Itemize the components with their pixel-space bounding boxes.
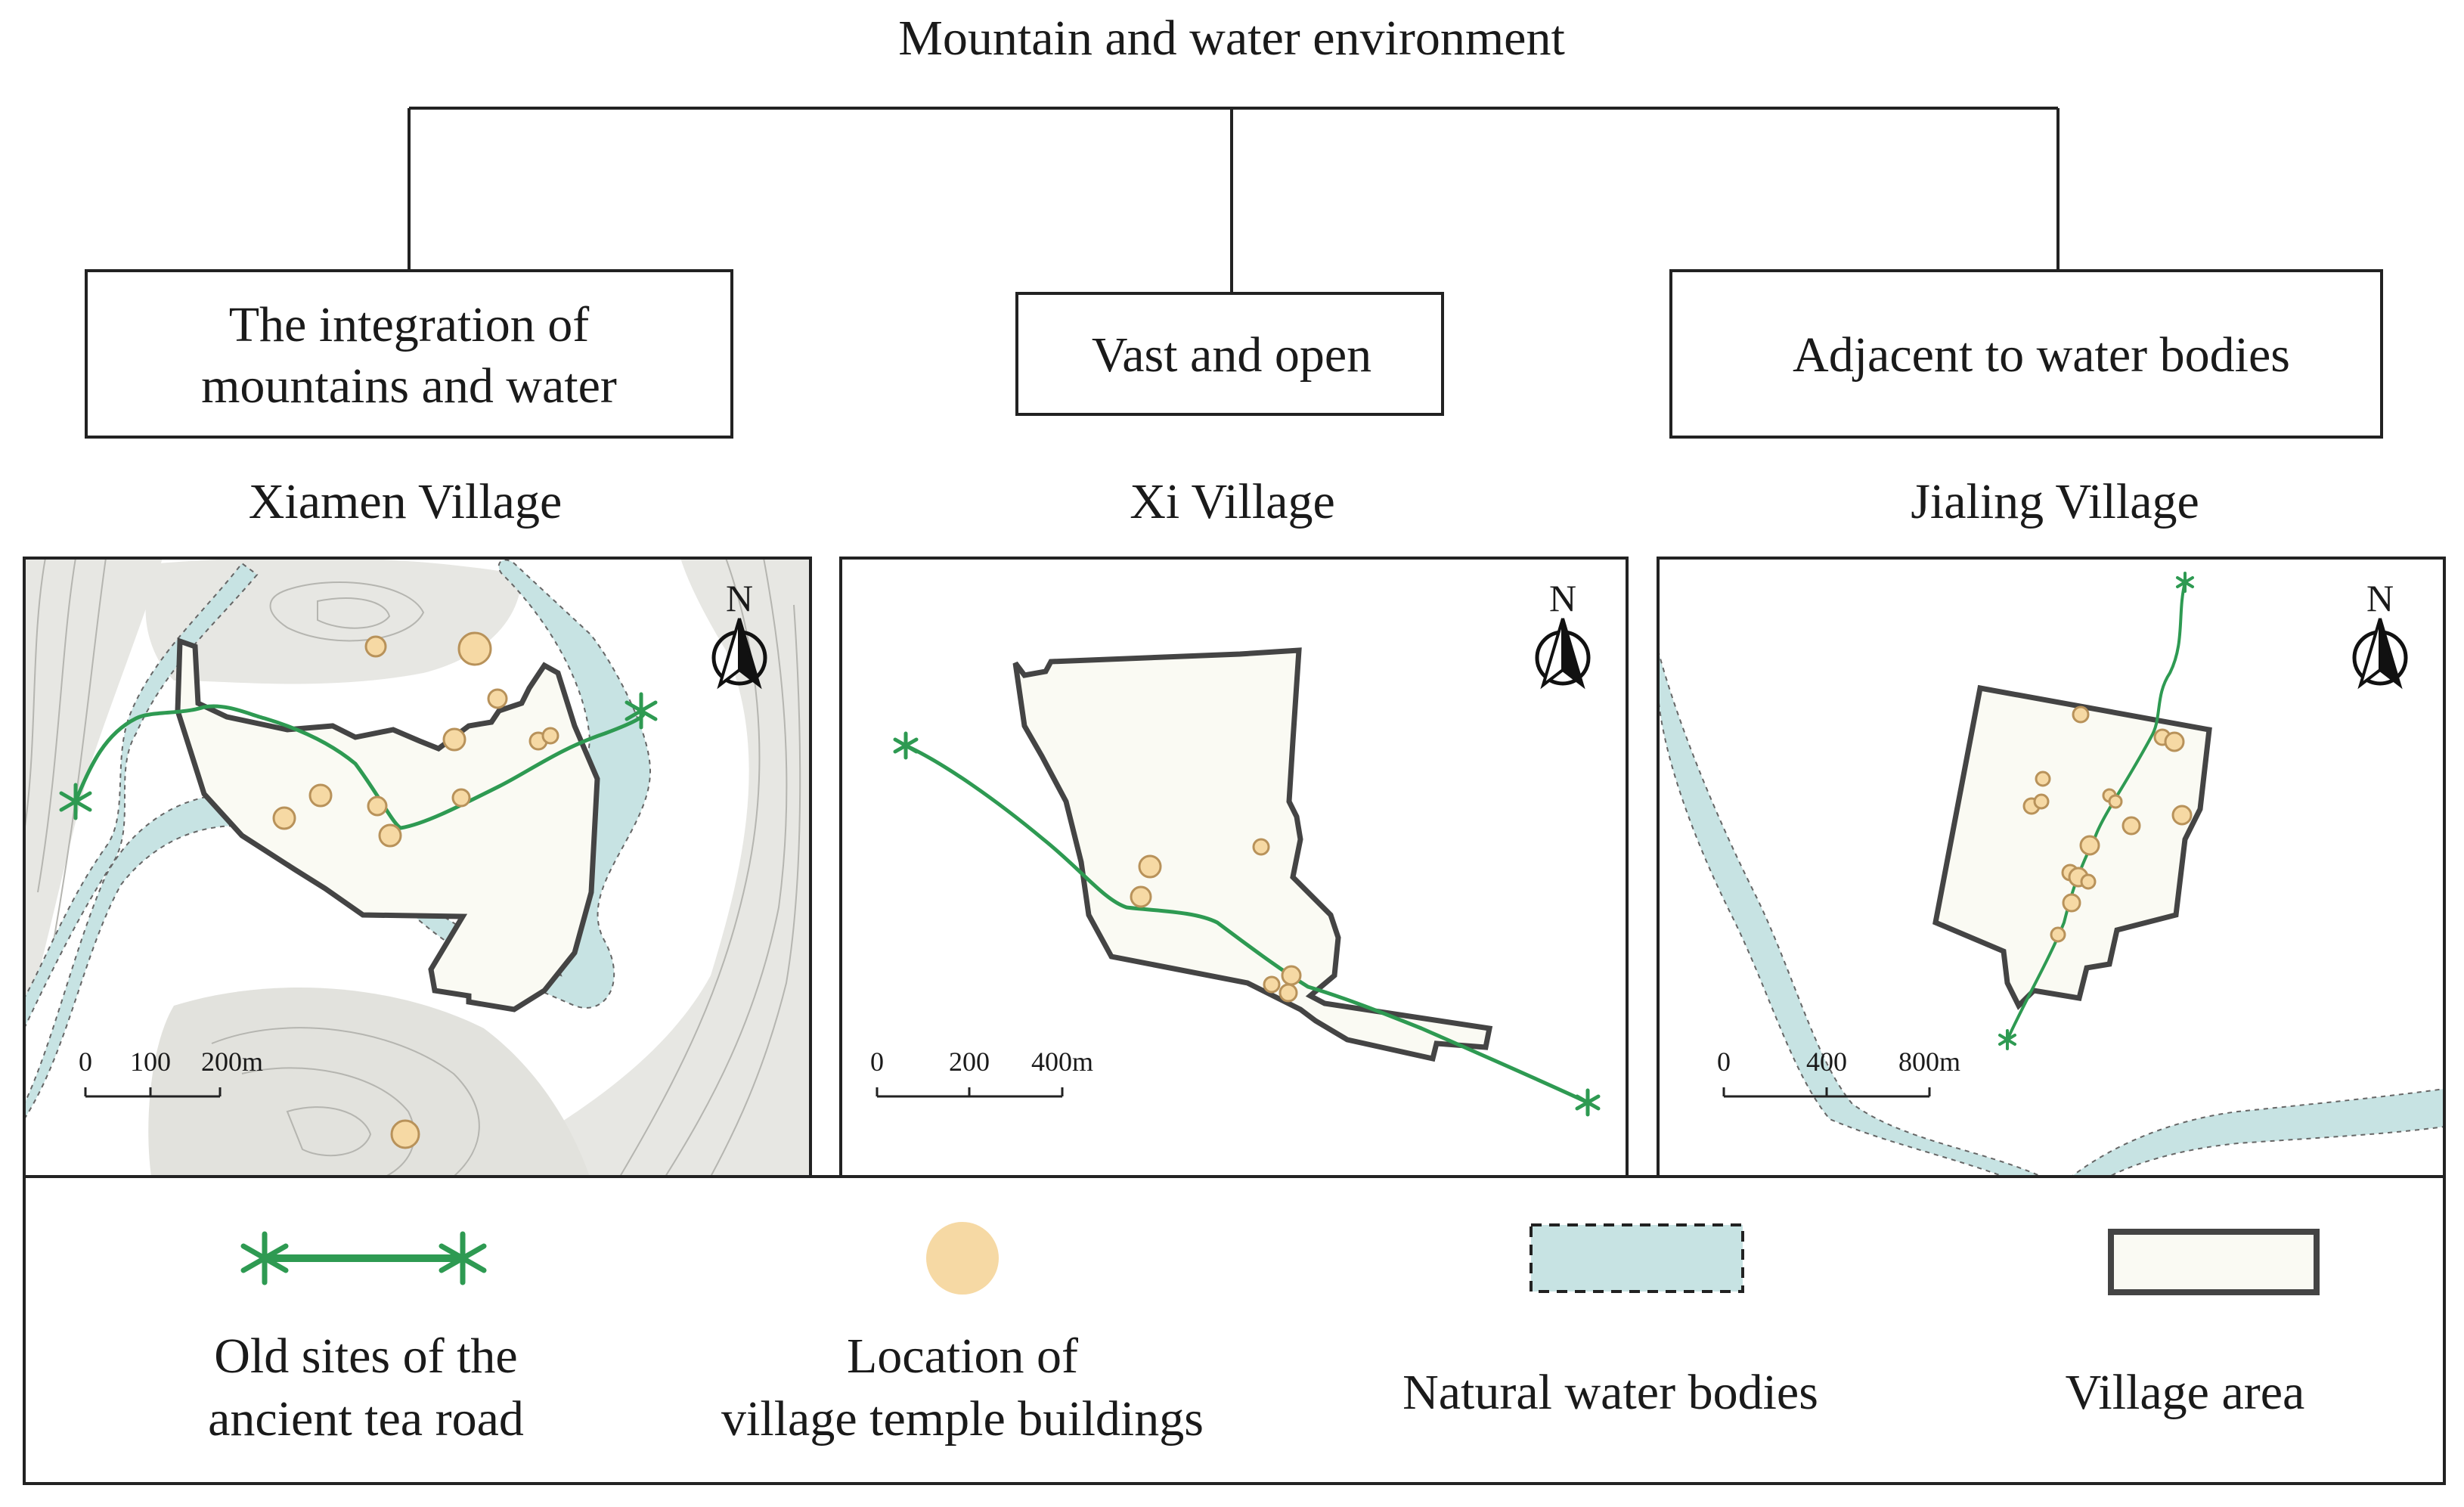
scale-label: 0 <box>870 1047 884 1077</box>
legend: Old sites of the ancient tea road Locati… <box>23 1175 2446 1485</box>
north-arrow: N <box>2352 577 2408 690</box>
scale-label: 800m <box>1898 1047 1960 1077</box>
legend-water: Natural water bodies <box>1402 1223 1818 1420</box>
north-arrow: N <box>711 577 767 690</box>
tree-connectors <box>408 107 2060 293</box>
map-jialing-village: N 0 400 800m <box>1657 557 2446 1178</box>
legend-village-area-symbol <box>2108 1229 2320 1295</box>
north-label: N <box>726 577 753 619</box>
category-label-line: Vast and open <box>1092 327 1371 383</box>
temple-markers <box>2022 705 2193 943</box>
category-label-line: mountains and water <box>201 358 617 414</box>
temple-markers <box>272 631 559 1149</box>
scale-label: 200 <box>949 1047 990 1077</box>
temple-marker <box>1252 838 1270 856</box>
temple-marker <box>2062 893 2081 913</box>
temple-marker <box>2080 873 2097 890</box>
category-box-vast-open: Vast and open <box>1015 292 1444 416</box>
temple-marker <box>378 823 402 848</box>
north-label: N <box>1549 577 1576 619</box>
temple-marker <box>1281 965 1302 986</box>
north-arrow: N <box>1535 577 1591 690</box>
tea-road <box>893 731 1601 1117</box>
category-label-line: Adjacent to water bodies <box>1793 327 2290 383</box>
scale-label: 400 <box>1806 1047 1847 1077</box>
legend-label-line: Village area <box>2066 1365 2305 1420</box>
contour-lines <box>24 558 801 1177</box>
legend-tea-road-symbol <box>240 1231 487 1285</box>
temple-marker <box>390 1119 420 1149</box>
legend-label-line: Location of <box>847 1329 1078 1384</box>
tea-road <box>1998 572 2194 1050</box>
temple-marker <box>367 795 388 817</box>
legend-label-line: village temple buildings <box>721 1391 1204 1447</box>
legend-label-line: ancient tea road <box>208 1391 524 1447</box>
temple-marker <box>442 727 466 752</box>
scale-bar: 0 400 800m <box>1717 1047 1960 1098</box>
scale-label: 0 <box>79 1047 92 1077</box>
temple-markers <box>1130 838 1302 1003</box>
temple-marker <box>2122 816 2141 836</box>
scale-bar: 0 100 200m <box>79 1047 263 1098</box>
temple-marker <box>457 631 492 666</box>
temple-marker <box>1263 975 1281 994</box>
temple-marker <box>2050 926 2066 943</box>
temple-marker <box>2079 835 2100 856</box>
legend-label-line: Natural water bodies <box>1402 1365 1818 1420</box>
category-box-integration: The integration of mountains and water <box>85 269 733 439</box>
temple-marker <box>1278 983 1298 1003</box>
temple-marker <box>2164 731 2185 752</box>
temple-marker <box>451 788 471 808</box>
legend-tea-road: Old sites of the ancient tea road <box>208 1231 524 1447</box>
scale-label: 200m <box>201 1047 263 1077</box>
root-label: Mountain and water environment <box>898 11 1565 66</box>
legend-temple: Location of village temple buildings <box>721 1222 1204 1447</box>
temple-marker <box>487 688 508 709</box>
village-title-jialing: Jialing Village <box>1911 474 2199 529</box>
map-xiamen-village: N 0 100 200m <box>23 557 812 1178</box>
temple-marker <box>272 806 296 830</box>
temple-marker <box>1138 854 1162 879</box>
scale-bar: 0 200 400m <box>870 1047 1093 1098</box>
village-area <box>1932 684 2212 1010</box>
temple-marker <box>1130 885 1152 908</box>
temple-marker <box>2171 805 2193 826</box>
village-area <box>1012 647 1493 1062</box>
map-xi-village: N 0 200 400m <box>839 557 1629 1178</box>
category-box-adjacent-water: Adjacent to water bodies <box>1669 269 2383 439</box>
legend-label-line: Old sites of the <box>214 1329 517 1384</box>
temple-marker <box>2033 793 2050 810</box>
temple-marker <box>364 635 387 658</box>
scale-label: 400m <box>1031 1047 1093 1077</box>
village-title-xiamen: Xiamen Village <box>249 474 563 529</box>
scale-label: 0 <box>1717 1047 1731 1077</box>
legend-water-symbol <box>1530 1223 1744 1293</box>
legend-temple-symbol <box>926 1222 999 1295</box>
temple-marker <box>2108 794 2123 809</box>
temple-marker <box>308 783 333 808</box>
scale-label: 100 <box>130 1047 171 1077</box>
tea-road <box>59 692 658 830</box>
river-branch <box>24 562 259 1029</box>
north-label: N <box>2366 577 2394 619</box>
legend-village-area: Village area <box>2066 1229 2320 1420</box>
temple-marker <box>2072 705 2090 724</box>
temple-marker <box>541 727 559 745</box>
village-title-xi: Xi Village <box>1130 474 1335 529</box>
category-label-line: The integration of <box>229 297 590 352</box>
temple-marker <box>2035 771 2051 787</box>
